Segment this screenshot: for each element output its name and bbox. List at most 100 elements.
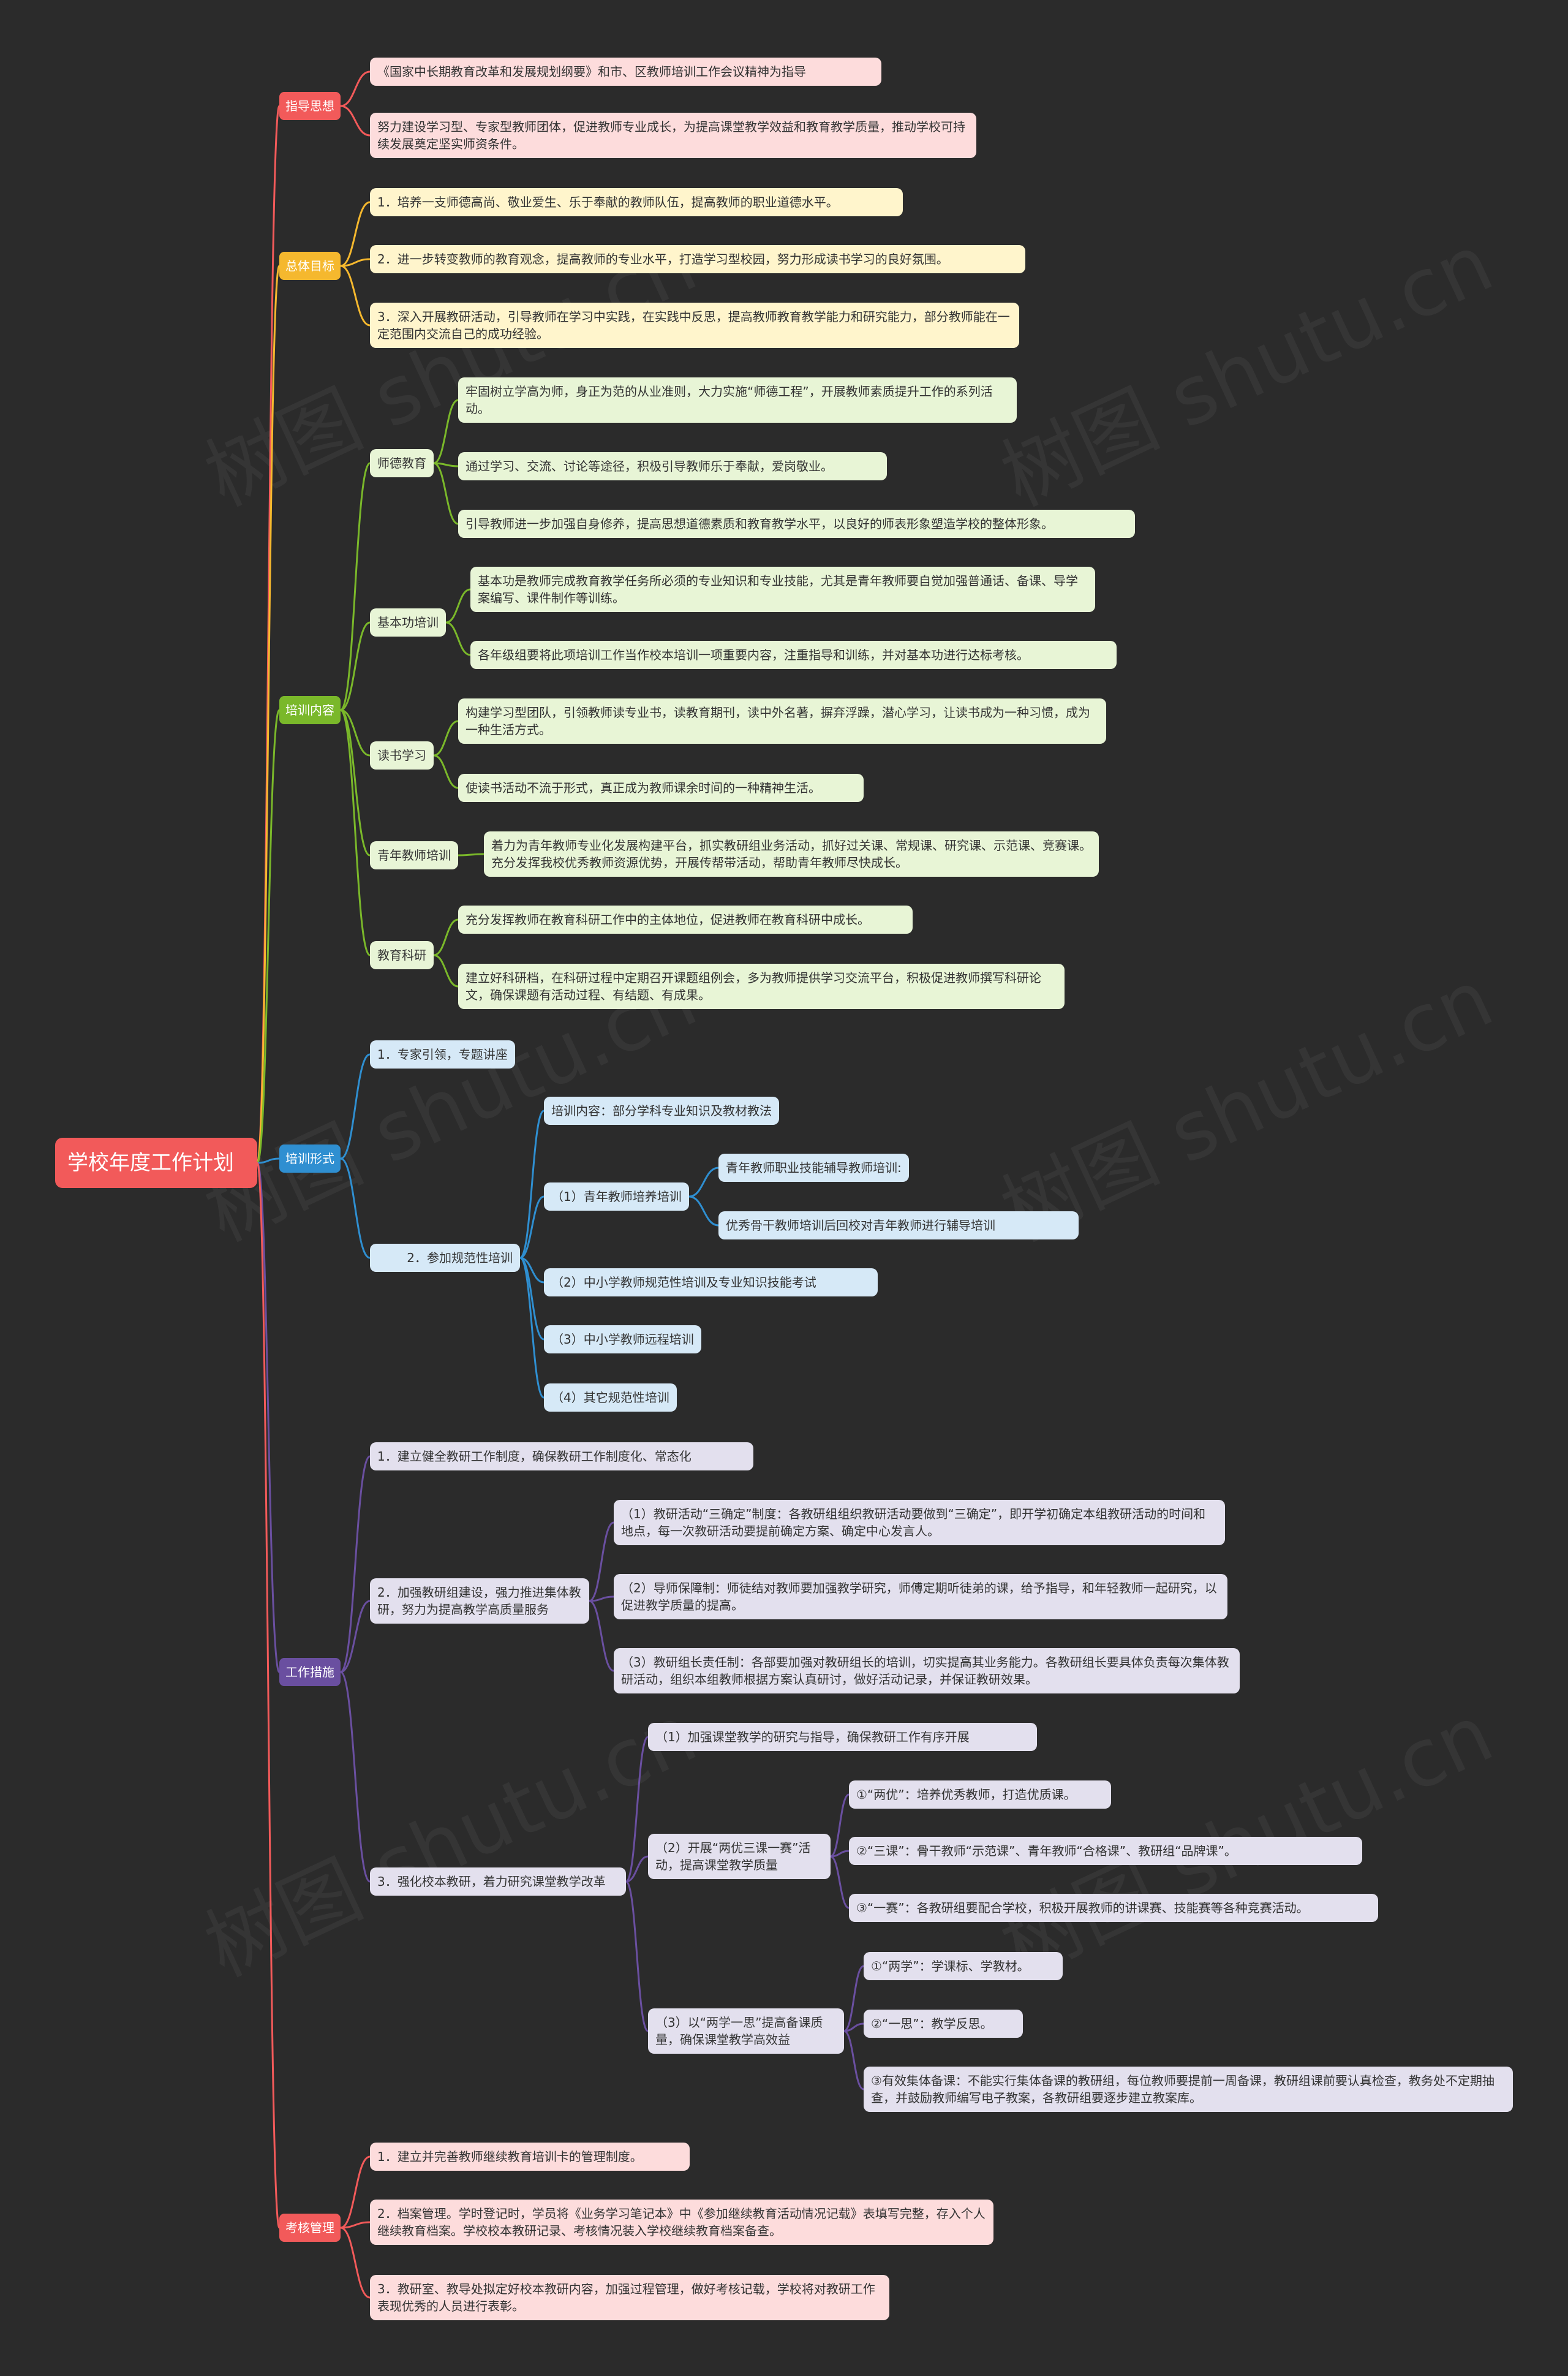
connector-line — [257, 1157, 280, 1164]
connector-line — [843, 2030, 864, 2090]
connector-line — [589, 1521, 614, 1602]
connector-line — [625, 1880, 649, 2032]
connector-line — [340, 709, 371, 857]
connector-line — [843, 1965, 864, 2032]
branch-exam[interactable]: 考核管理 — [279, 2214, 341, 2242]
content-ethics[interactable]: 师德教育 — [370, 449, 434, 477]
standard-item[interactable]: （4）其它规范性培训 — [544, 1383, 677, 1412]
research-item[interactable]: 建立好科研档，在科研过程中定期召开课题组例会，多为教师提供学习交流平台，积极促进… — [458, 964, 1065, 1009]
measure-subitem[interactable]: （2）导师保障制：师徒结对教师要加强教学研究，师傅定期听徒弟的课，给予指导，和年… — [614, 1574, 1227, 1619]
connector-line — [589, 1600, 614, 1672]
guide-item[interactable]: 努力建设学习型、专家型教师团体，促进教师专业成长，为提高课堂教学效益和教育教学质… — [370, 113, 976, 158]
two-learn-one-think-item[interactable]: ③有效集体备课：不能实行集体备课的教研组，每位教师要提前一周备课，教研组课前要认… — [864, 2067, 1513, 2112]
research-item[interactable]: 充分发挥教师在教育科研工作中的主体地位，促进教师在教育科研中成长。 — [458, 906, 913, 934]
connector-line — [433, 918, 459, 956]
connector-line — [340, 2221, 371, 2229]
connector-line — [445, 588, 471, 624]
connector-line — [843, 2022, 864, 2032]
basic-item[interactable]: 各年级组要将此项培训工作当作校本培训一项重要内容，注重指导和训练，并对基本功进行… — [470, 641, 1117, 669]
connector-line — [340, 1157, 371, 1259]
measure-subitem[interactable]: （1）教研活动“三确定”制度：各教研组组织教研活动要做到“三确定”，即开学初确定… — [614, 1500, 1225, 1545]
connector-line — [340, 2227, 371, 2299]
standard-item[interactable]: （1）青年教师培养培训 — [544, 1182, 689, 1211]
goal-item[interactable]: 3．深入开展教研活动，引导教师在学习中实践，在实践中反思，提高教师教育教学能力和… — [370, 303, 1019, 348]
connector-line — [519, 1195, 545, 1259]
connector-line — [256, 709, 281, 1164]
connector-line — [340, 258, 371, 267]
two-three-one-item[interactable]: ③“一赛”：各教研组要配合学校，积极开展教师的讲课赛、技能赛等各种竞赛活动。 — [849, 1894, 1378, 1922]
ethics-item[interactable]: 牢固树立学高为师，身正为范的从业准则，大力实施“师德工程”，开展教师素质提升工作… — [458, 377, 1017, 423]
young-training-item[interactable]: 青年教师职业技能辅导教师培训: — [718, 1154, 909, 1182]
connector-line — [433, 954, 459, 988]
connector-line — [688, 1195, 719, 1227]
connector-line — [589, 1595, 614, 1602]
guide-item[interactable]: 《国家中长期教育改革和发展规划纲要》和市、区教师培训工作会议精神为指导 — [370, 58, 881, 86]
connector-line — [433, 399, 459, 464]
connector-line — [830, 1855, 850, 1909]
connector-line — [340, 70, 371, 107]
connector-line — [256, 1162, 281, 1673]
branch-measure[interactable]: 工作措施 — [279, 1658, 341, 1686]
measure-item[interactable]: 1．建立健全教研工作制度，确保教研工作制度化、常态化 — [370, 1442, 753, 1470]
connector-line — [433, 720, 459, 757]
measure-subitem[interactable]: （3）教研组长责任制：各部要加强对教研组长的培训，切实提高其业务能力。各教研组长… — [614, 1648, 1240, 1693]
root-topic[interactable]: 学校年度工作计划 — [55, 1138, 257, 1188]
connector-line — [830, 1793, 850, 1858]
connector-line — [445, 621, 471, 656]
connector-line — [340, 709, 371, 757]
form-standard[interactable]: 2．参加规范性培训 — [370, 1244, 520, 1272]
branch-form[interactable]: 培训形式 — [279, 1144, 341, 1173]
connector-line — [340, 621, 371, 711]
two-three-one-item[interactable]: ①“两优”：培养优秀教师，打造优质课。 — [849, 1780, 1111, 1809]
connector-line — [340, 2155, 371, 2229]
connector-line — [519, 1257, 545, 1399]
measure-item[interactable]: 2．加强教研组建设，强力推进集体教研，努力为提高教学高质量服务 — [370, 1578, 589, 1624]
young-training-item[interactable]: 优秀骨干教师培训后回校对青年教师进行辅导培训 — [718, 1211, 1079, 1239]
goal-item[interactable]: 1．培养一支师德高尚、敬业爱生、乐于奉献的教师队伍，提高教师的职业道德水平。 — [370, 188, 903, 216]
content-research[interactable]: 教育科研 — [370, 941, 434, 969]
two-learn-one-think-item[interactable]: ①“两学”：学课标、学教材。 — [864, 1952, 1063, 1980]
connector-line — [519, 1110, 545, 1259]
content-basic[interactable]: 基本功培训 — [370, 608, 446, 637]
connector-line — [458, 853, 484, 857]
form-expert[interactable]: 1．专家引领，专题讲座 — [370, 1040, 515, 1069]
two-learn-one-think-item[interactable]: ②“一思”：教学反思。 — [864, 2010, 1023, 2038]
connector-line — [433, 462, 459, 525]
branch-content[interactable]: 培训内容 — [279, 696, 341, 724]
measure-subitem[interactable]: （2）开展“两优三课一赛”活动，提高课堂教学质量 — [648, 1834, 831, 1879]
connector-line — [625, 1736, 649, 1883]
branch-goal[interactable]: 总体目标 — [279, 252, 341, 280]
basic-item[interactable]: 基本功是教师完成教育教学任务所必须的专业知识和专业技能，尤其是青年教师要自觉加强… — [470, 567, 1095, 612]
connector-line — [340, 201, 371, 267]
connector-line — [340, 105, 371, 137]
reading-item[interactable]: 使读书活动不流于形式，真正成为教师课余时间的一种精神生活。 — [458, 774, 864, 802]
connector-line — [340, 1600, 371, 1673]
standard-item[interactable]: （2）中小学教师规范性培训及专业知识技能考试 — [544, 1268, 878, 1296]
branch-guide[interactable]: 指导思想 — [279, 92, 341, 120]
measure-subitem[interactable]: （3）以“两学一思”提高备课质量，确保课堂教学高效益 — [648, 2008, 844, 2054]
connector-line — [256, 1162, 281, 2229]
connector-line — [340, 1671, 371, 1883]
measure-subitem[interactable]: （1）加强课堂教学的研究与指导，确保教研工作有序开展 — [648, 1723, 1037, 1751]
exam-item[interactable]: 3．教研室、教导处拟定好校本教研内容，加强过程管理，做好考核记载，学校将对教研工… — [370, 2275, 889, 2320]
connector-line — [688, 1167, 719, 1198]
ethics-item[interactable]: 通过学习、交流、讨论等途径，积极引导教师乐于奉献，爱岗敬业。 — [458, 452, 887, 480]
content-reading[interactable]: 读书学习 — [370, 741, 434, 770]
reading-item[interactable]: 构建学习型团队，引领教师读专业书，读教育期刊，读中外名著，摒弃浮躁，潜心学习，让… — [458, 698, 1106, 744]
connector-line — [340, 1455, 371, 1673]
standard-item[interactable]: （3）中小学教师远程培训 — [544, 1325, 701, 1353]
goal-item[interactable]: 2．进一步转变教师的教育观念，提高教师的专业水平，打造学习型校园，努力形成读书学… — [370, 245, 1025, 273]
exam-item[interactable]: 2．档案管理。学时登记时，学员将《业务学习笔记本》中《参加继续教育活动情况记载》… — [370, 2200, 993, 2245]
connector-line — [339, 709, 371, 956]
two-three-one-item[interactable]: ②“三课”：骨干教师“示范课”、青年教师“合格课”、教研组“品牌课”。 — [849, 1837, 1362, 1865]
exam-item[interactable]: 1．建立并完善教师继续教育培训卡的管理制度。 — [370, 2143, 690, 2171]
young-item[interactable]: 着力为青年教师专业化发展构建平台，抓实教研组业务活动，抓好过关课、常规课、研究课… — [484, 831, 1099, 877]
connector-line — [433, 754, 459, 789]
content-young[interactable]: 青年教师培训 — [370, 841, 458, 869]
ethics-item[interactable]: 引导教师进一步加强自身修养，提高思想道德素质和教育教学水平，以良好的师表形象塑造… — [458, 510, 1135, 538]
connector-line — [256, 265, 281, 1164]
connector-line — [256, 105, 281, 1164]
standard-item[interactable]: 培训内容：部分学科专业知识及教材教法 — [544, 1097, 779, 1125]
measure-item[interactable]: 3．强化校本教研，着力研究课堂教学改革 — [370, 1867, 626, 1896]
